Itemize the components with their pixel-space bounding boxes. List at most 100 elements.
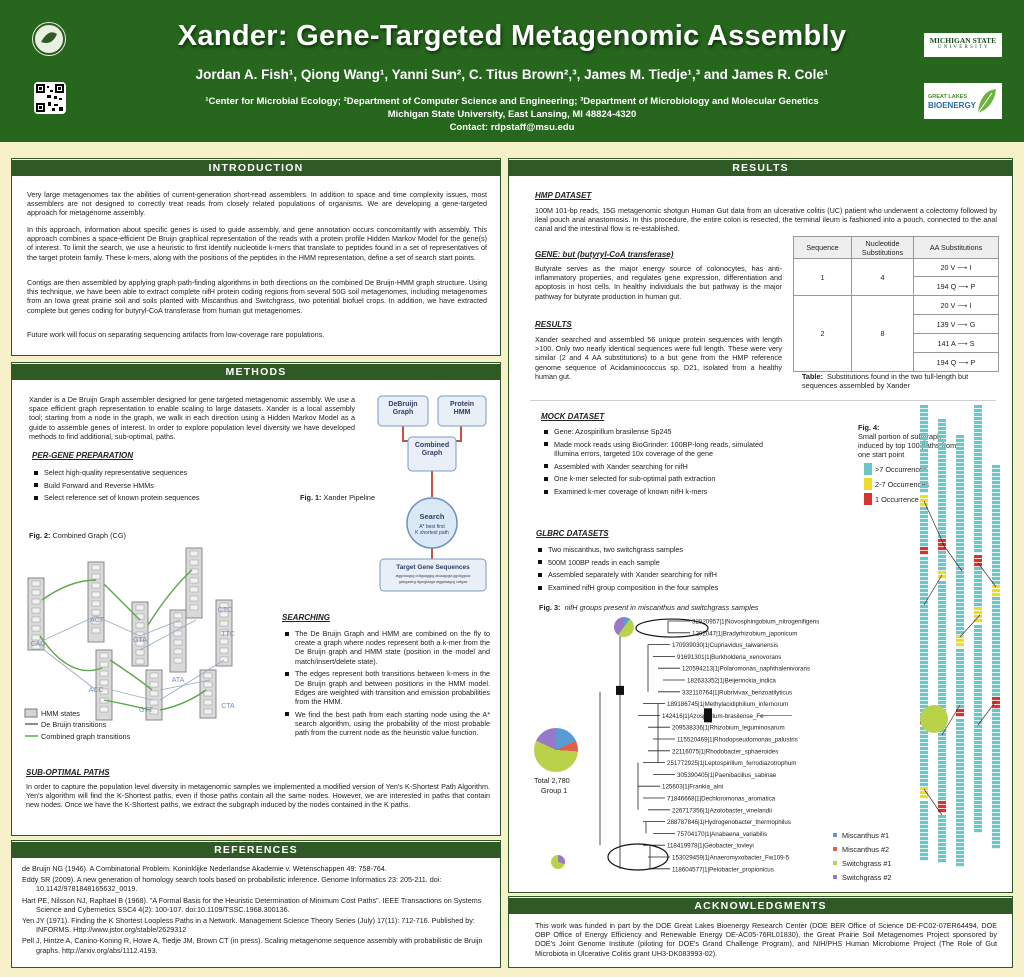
subgraph-node: [992, 481, 1000, 485]
fig4-legend-mid: 2-7 Occurrences: [875, 480, 929, 489]
subgraph-node: [992, 561, 1000, 565]
subgraph-node: [938, 571, 946, 575]
subgraph-node: [992, 477, 1000, 481]
subgraph-node: [938, 649, 946, 653]
subgraph-node: [974, 549, 982, 553]
subgraph-node: [992, 769, 1000, 773]
hmm-state: [99, 670, 109, 677]
subgraph-node: [938, 809, 946, 813]
list-item: Two miscanthus, two switchgrass samples: [536, 545, 786, 554]
hmm-state: [203, 672, 213, 679]
subgraph-node: [920, 457, 928, 461]
hmm-state: [135, 604, 145, 611]
fig3-caption: Fig. 3: nifH groups present in miscanthu…: [539, 603, 759, 612]
hmm-state: [219, 620, 229, 627]
subgraph-node: [938, 507, 946, 511]
subgraph-node: [956, 571, 964, 575]
subgraph-node: [974, 413, 982, 417]
subgraph-node: [920, 653, 928, 657]
subgraph-node: [920, 689, 928, 693]
subgraph-node: [920, 801, 928, 805]
subgraph-node: [956, 767, 964, 771]
subgraph-node: [974, 453, 982, 457]
subgraph-node: [938, 693, 946, 697]
subgraph-node: [992, 465, 1000, 469]
subgraph-node: [992, 833, 1000, 837]
subgraph-node: [920, 581, 928, 585]
taxon-label: 1202047|1|Bradyrhizobium_japonicum: [692, 630, 797, 637]
subgraph-node: [992, 565, 1000, 569]
subgraph-node: [920, 409, 928, 413]
subgraph-node: [974, 809, 982, 813]
subgraph-node: [956, 587, 964, 591]
subgraph-node: [974, 461, 982, 465]
subgraph-node: [920, 425, 928, 429]
subgraph-node: [920, 705, 928, 709]
subgraph-node: [938, 689, 946, 693]
subgraph-node: [938, 555, 946, 559]
subgraph-node: [992, 701, 1000, 705]
subgraph-node: [938, 745, 946, 749]
list-item: Build Forward and Reverse HMMs: [32, 481, 292, 490]
subgraph-node: [974, 469, 982, 473]
subgraph-node: [992, 805, 1000, 809]
subgraph-node: [974, 741, 982, 745]
hmm-state-swatch: [24, 708, 38, 718]
subgraph-node: [992, 637, 1000, 641]
subgraph-node: [974, 409, 982, 413]
subgraph-node: [938, 851, 946, 855]
subgraph-node: [938, 625, 946, 629]
subgraph-node: [920, 645, 928, 649]
tree-node-highlight: [616, 685, 624, 695]
suboptimal-paragraph: In order to capture the population level…: [26, 782, 490, 810]
subgraph-node: [992, 513, 1000, 517]
subgraph-node: [956, 727, 964, 731]
subgraph-node: [920, 557, 928, 561]
kmer-node-label: CTC: [218, 607, 232, 614]
subgraph-node: [920, 449, 928, 453]
hmm-state: [219, 647, 229, 654]
subgraph-node: [992, 689, 1000, 693]
subgraph-node: [992, 649, 1000, 653]
subgraph-node: [956, 483, 964, 487]
hmm-state: [31, 580, 41, 587]
qr-code-icon: [36, 84, 64, 112]
subgraph-node: [992, 501, 1000, 505]
glbrc-title: GLBRC DATASETS: [536, 529, 609, 538]
reference-item: Eddy SR (2009). A new generation of homo…: [22, 875, 442, 894]
subgraph-node: [974, 769, 982, 773]
subgraph-node: [956, 591, 964, 595]
kmer-node-label: GTT: [139, 707, 154, 714]
subgraph-node: [920, 649, 928, 653]
subgraph-node: [956, 515, 964, 519]
subgraph-node: [938, 419, 946, 423]
subgraph-node: [956, 643, 964, 647]
subgraph-node: [956, 677, 964, 681]
subgraph-node: [974, 509, 982, 513]
subgraph-node: [938, 483, 946, 487]
subgraph-node: [974, 717, 982, 721]
subgraph-node: [992, 537, 1000, 541]
subgraph-node: [938, 797, 946, 801]
subgraph-node: [956, 835, 964, 839]
subgraph-node: [992, 781, 1000, 785]
combined-graph-transition: [39, 635, 103, 672]
nifh-tree-figure: 32820957|1|Novosphingobium_nitrogenifige…: [599, 618, 819, 873]
taxon-label: 189186745|1|Methylacidiphilium_infernoru…: [667, 701, 788, 708]
subgraph-node: [974, 629, 982, 633]
subgraph-node: [956, 623, 964, 627]
subgraph-node: [920, 585, 928, 589]
subgraph-node: [992, 517, 1000, 521]
hmm-state: [149, 690, 159, 697]
kmer-node-label: ACC: [89, 687, 104, 694]
subgraph-node: [974, 649, 982, 653]
subgraph-node: [956, 649, 964, 653]
subgraph-node: [920, 625, 928, 629]
qr-code: [34, 82, 66, 114]
poster-title: Xander: Gene-Targeted Metagenomic Assemb…: [177, 20, 847, 52]
subgraph-node: [938, 753, 946, 757]
subgraph-node: [974, 777, 982, 781]
subgraph-node: [974, 425, 982, 429]
subgraph-node: [956, 791, 964, 795]
subgraph-node: [920, 499, 928, 503]
